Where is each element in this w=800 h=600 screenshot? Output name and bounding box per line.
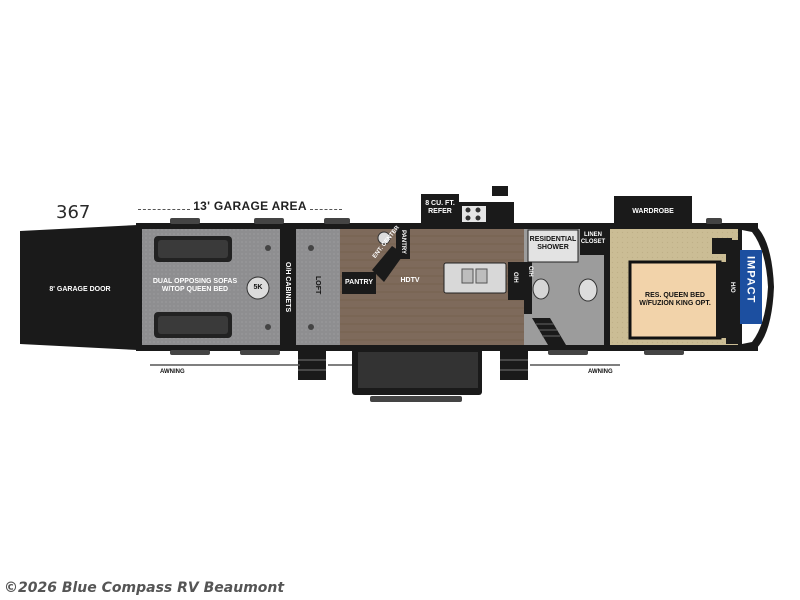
stairs xyxy=(532,318,566,345)
label-linen-closet: LINEN CLOSET xyxy=(580,232,606,245)
label-awning-right: AWNING xyxy=(588,369,613,375)
label-pantry-vertical: PANTRY xyxy=(399,230,406,254)
pantry-vertical-cabinet xyxy=(396,229,410,259)
label-oh-cabinets: O/H CABINETS xyxy=(284,262,292,313)
range-hood xyxy=(492,186,508,196)
bath-sink xyxy=(532,278,550,300)
label-hdtv: HDTV xyxy=(400,277,420,284)
entry-steps-right xyxy=(500,350,528,380)
garage-dimension-line-left xyxy=(138,209,190,210)
5k-badge xyxy=(246,276,270,300)
refrigerator xyxy=(421,194,459,226)
overhead-panel-kitchen xyxy=(508,262,524,300)
label-oh-kitchen: O/H xyxy=(511,272,518,283)
bed-pillows xyxy=(716,262,726,338)
label-wardrobe: WARDROBE xyxy=(632,208,674,215)
label-oh-bath: O/H xyxy=(526,266,533,277)
label-refer: 8 CU. FT. REFER xyxy=(425,200,455,216)
model-number: 367 xyxy=(56,202,91,223)
bedroom-wall xyxy=(604,229,610,345)
garage-dimension-line-right xyxy=(310,209,342,210)
pantry-cabinet xyxy=(342,272,376,294)
label-dual-sofas: DUAL OPPOSING SOFAS W/TOP QUEEN BED xyxy=(152,278,238,294)
toilet xyxy=(578,278,598,302)
label-loft: LOFT xyxy=(314,276,322,295)
garage-door-ramp xyxy=(20,225,138,350)
impact-brand-logo: IMPACT xyxy=(744,256,757,304)
shower xyxy=(527,229,579,263)
wardrobe xyxy=(614,196,692,228)
entry-steps-left xyxy=(298,350,326,380)
label-awning-left: AWNING xyxy=(160,369,185,375)
partition-wall xyxy=(280,229,296,345)
bath-wall xyxy=(524,262,532,314)
linen-closet xyxy=(580,229,606,255)
garage-area-label: 13' GARAGE AREA xyxy=(193,199,307,213)
kitchen-island xyxy=(443,262,507,294)
garage-floor-rear xyxy=(296,229,340,345)
dealer-watermark: ©2026 Blue Compass RV Beaumont xyxy=(4,580,285,596)
label-oh-front: H/O xyxy=(728,282,735,293)
label-pantry: PANTRY xyxy=(345,279,373,286)
overhead-panel-front xyxy=(726,240,740,344)
label-5k-badge: 5K xyxy=(253,284,263,291)
label-garage-door: 8' GARAGE DOOR xyxy=(49,286,111,293)
brand-panel xyxy=(740,250,762,324)
label-residential-shower: RESIDENTIAL SHOWER xyxy=(529,236,577,252)
label-queen-bed: RES. QUEEN BED W/FUZION KING OPT. xyxy=(639,292,711,308)
toilet-sink-fixture xyxy=(377,231,391,245)
